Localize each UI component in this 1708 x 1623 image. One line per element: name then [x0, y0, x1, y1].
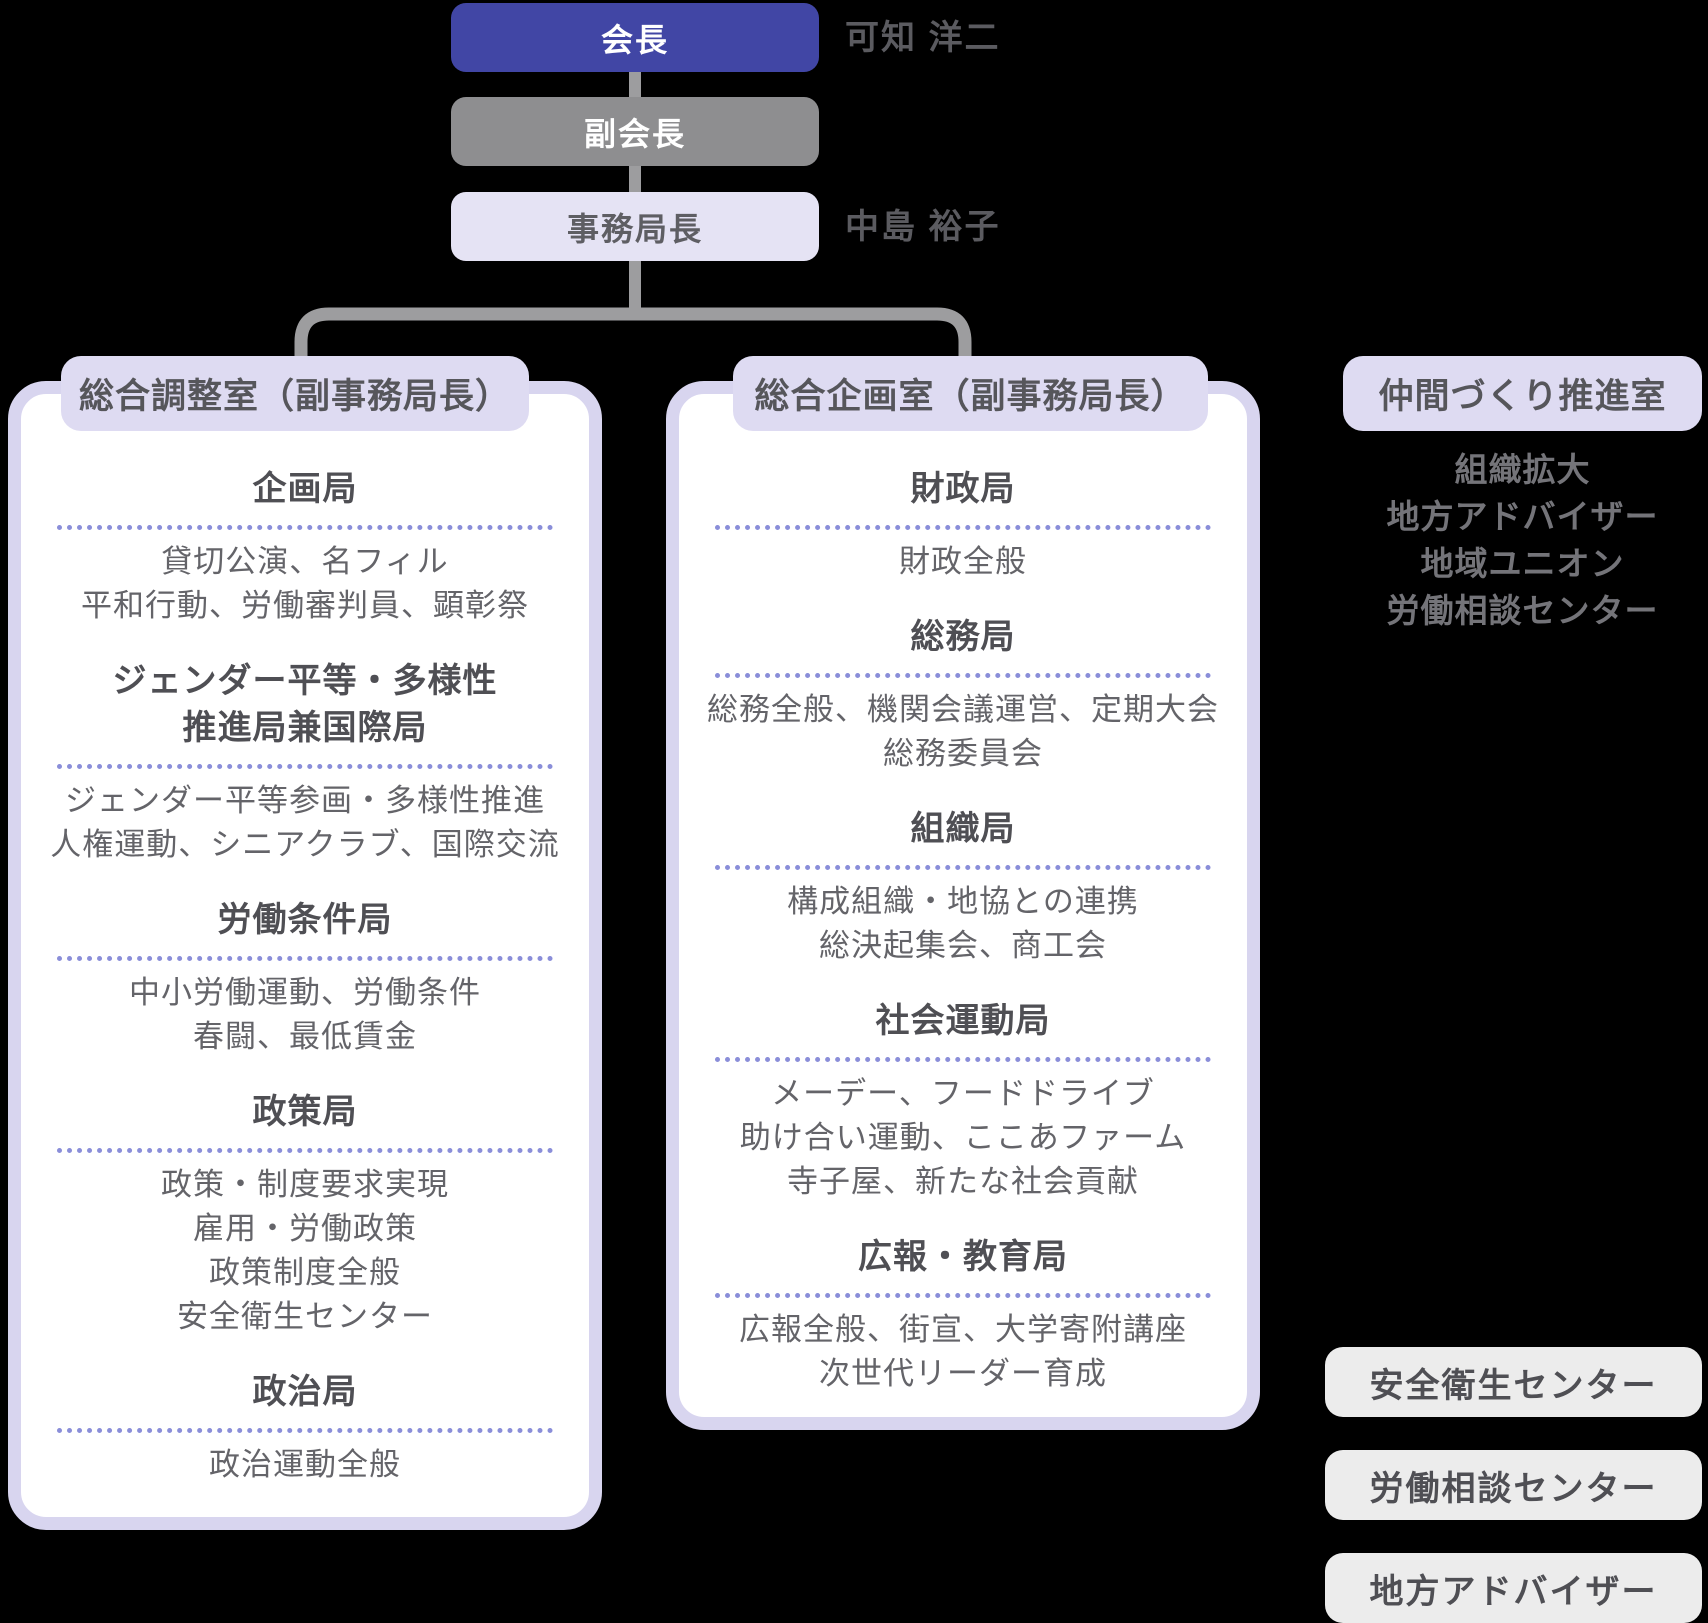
president-box: 会長 [451, 3, 819, 72]
bureau-duty-line: 次世代リーダー育成 [819, 1356, 1107, 1391]
bureau-duty-line: 広報全般、街宣、大学寄附講座 [739, 1312, 1187, 1347]
bureau-title: ジェンダー平等・多様性 [112, 662, 498, 700]
bureau-title: 組織局 [910, 810, 1016, 848]
bureau-title: 財政局 [910, 470, 1016, 508]
dotted-divider [57, 1148, 553, 1153]
bureau-section: 社会運動局メーデー、フードドライブ助け合い運動、ここあファーム寺子屋、新たな社会… [679, 998, 1247, 1204]
bottom-box: 労働相談センター [1325, 1450, 1702, 1520]
left-card-content: 企画局貸切公演、名フィル平和行動、労働審判員、顕彰祭ジェンダー平等・多様性推進局… [21, 394, 589, 1487]
side-office-item: 地域ユニオン [1420, 545, 1625, 582]
bureau-duty-line: 人権運動、シニアクラブ、国際交流 [50, 827, 560, 862]
bracket-connector-line [294, 307, 972, 360]
bureau-duty-line: 中小労働運動、労働条件 [129, 975, 481, 1010]
bureau-title: 社会運動局 [875, 1002, 1051, 1040]
bureau-duty-line: 春闘、最低賃金 [193, 1019, 417, 1054]
bureau-section: 総務局総務全般、機関会議運営、定期大会総務委員会 [679, 614, 1247, 776]
left-card: 企画局貸切公演、名フィル平和行動、労働審判員、顕彰祭ジェンダー平等・多様性推進局… [8, 381, 602, 1530]
secretary-general-name: 中島 裕子 [845, 208, 1001, 246]
dotted-divider [57, 525, 553, 530]
bureau-duty-line: 安全衛生センター [177, 1299, 433, 1334]
bottom-box-group: 安全衛生センター労働相談センター地方アドバイザー [1325, 1347, 1702, 1623]
bureau-duty-line: 財政全般 [899, 544, 1027, 579]
president-name: 可知 洋二 [845, 19, 1001, 57]
bureau-section: 企画局貸切公演、名フィル平和行動、労働審判員、顕彰祭 [21, 466, 589, 628]
bureau-title: 推進局兼国際局 [182, 709, 428, 747]
bureau-section: 広報・教育局広報全般、街宣、大学寄附講座次世代リーダー育成 [679, 1234, 1247, 1396]
bureau-duty-line: 助け合い運動、ここあファーム [739, 1120, 1187, 1155]
side-office-item: 組織拡大 [1454, 451, 1591, 488]
dotted-divider [715, 525, 1211, 530]
side-office-item: 労働相談センター [1386, 592, 1659, 629]
dotted-divider [715, 1057, 1211, 1062]
bureau-section: 労働条件局中小労働運動、労働条件春闘、最低賃金 [21, 897, 589, 1059]
bureau-title: 政策局 [252, 1093, 358, 1131]
side-office-item: 地方アドバイザー [1386, 498, 1659, 535]
secretary-general-box: 事務局長 [451, 192, 819, 261]
bureau-duty-line: 総務全般、機関会議運営、定期大会 [707, 692, 1219, 727]
side-office-header: 仲間づくり推進室 [1343, 356, 1702, 431]
bureau-duty-line: 政策・制度要求実現 [161, 1167, 449, 1202]
dotted-divider [57, 1428, 553, 1433]
bureau-duty-line: 雇用・労働政策 [193, 1211, 417, 1246]
dotted-divider [715, 865, 1211, 870]
side-office-list: 組織拡大地方アドバイザー地域ユニオン労働相談センター [1343, 446, 1702, 634]
bureau-title: 総務局 [910, 618, 1016, 656]
bureau-title: 労働条件局 [217, 901, 393, 939]
bureau-duty-line: 貸切公演、名フィル [161, 544, 449, 579]
bureau-duty-line: 寺子屋、新たな社会貢献 [787, 1164, 1139, 1199]
bureau-duty-line: 総決起集会、商工会 [819, 928, 1107, 963]
vice-president-box: 副会長 [451, 97, 819, 166]
bureau-title: 広報・教育局 [858, 1238, 1068, 1276]
bureau-duty-line: 政治運動全般 [209, 1447, 401, 1482]
right-card: 財政局財政全般総務局総務全般、機関会議運営、定期大会総務委員会組織局構成組織・地… [666, 381, 1260, 1430]
bottom-box: 安全衛生センター [1325, 1347, 1702, 1417]
right-card-header: 総合企画室（副事務局長） [733, 356, 1208, 431]
bureau-section: 組織局構成組織・地協との連携総決起集会、商工会 [679, 806, 1247, 968]
bureau-section: 政治局政治運動全般 [21, 1369, 589, 1487]
left-card-header: 総合調整室（副事務局長） [61, 356, 529, 431]
dotted-divider [57, 764, 553, 769]
bureau-duty-line: 総務委員会 [883, 736, 1043, 771]
bureau-duty-line: 構成組織・地協との連携 [787, 884, 1139, 919]
bureau-title: 政治局 [252, 1373, 358, 1411]
bureau-duty-line: 平和行動、労働審判員、顕彰祭 [81, 588, 529, 623]
bureau-section: ジェンダー平等・多様性推進局兼国際局ジェンダー平等参画・多様性推進人権運動、シニ… [21, 658, 589, 867]
bottom-box: 地方アドバイザー [1325, 1553, 1702, 1623]
bureau-duty-line: 政策制度全般 [209, 1255, 401, 1290]
bureau-section: 政策局政策・制度要求実現雇用・労働政策政策制度全般安全衛生センター [21, 1089, 589, 1339]
bureau-duty-line: ジェンダー平等参画・多様性推進 [65, 783, 545, 818]
dotted-divider [715, 673, 1211, 678]
dotted-divider [57, 956, 553, 961]
right-card-content: 財政局財政全般総務局総務全般、機関会議運営、定期大会総務委員会組織局構成組織・地… [679, 394, 1247, 1396]
bureau-section: 財政局財政全般 [679, 466, 1247, 584]
dotted-divider [715, 1293, 1211, 1298]
bureau-title: 企画局 [252, 470, 358, 508]
bureau-duty-line: メーデー、フードドライブ [771, 1076, 1155, 1111]
